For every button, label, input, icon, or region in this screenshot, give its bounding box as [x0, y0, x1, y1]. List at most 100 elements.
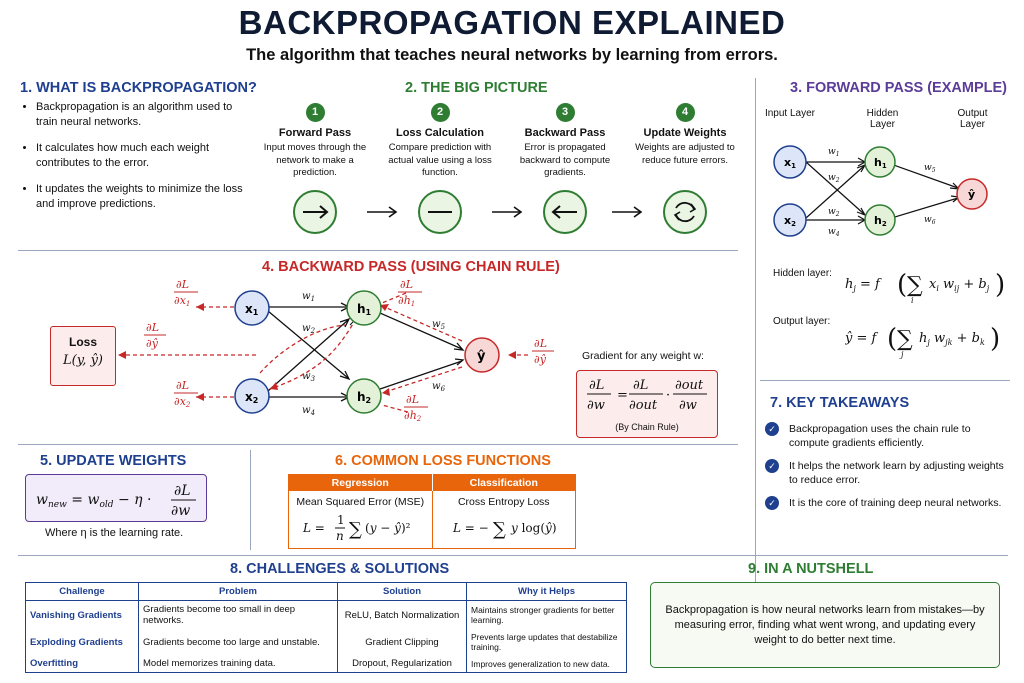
- node-h1: h1: [346, 290, 382, 326]
- step-number: 1: [305, 103, 325, 122]
- layer-label-input: Input Layer: [764, 108, 816, 119]
- divider-5-6: [250, 450, 251, 550]
- section1-title: 1. WHAT IS BACKPROPAGATION?: [20, 80, 257, 96]
- node-x1: x1: [234, 290, 270, 326]
- minus-icon: [418, 190, 462, 234]
- svg-text:∑: ∑: [493, 519, 506, 540]
- step-number: 3: [555, 103, 575, 122]
- svg-text:n: n: [336, 529, 344, 543]
- loss-formula: L(y, ŷ): [62, 353, 103, 368]
- step-desc: Error is propagated backward to compute …: [519, 142, 611, 178]
- svg-text:∂L: ∂L: [589, 378, 604, 393]
- svg-text:L = −: L = −: [452, 521, 489, 535]
- weight-label: w1: [828, 147, 840, 158]
- table-row: Vanishing Gradients Gradients become too…: [25, 600, 627, 629]
- section8-title: 8. CHALLENGES & SOLUTIONS: [230, 561, 450, 577]
- hidden-layer-label: Hidden layer:: [773, 268, 832, 279]
- svg-text:∂L: ∂L: [146, 321, 159, 334]
- chain-rule-formula: ∂L∂w = ∂L∂out · ∂out∂w: [587, 378, 707, 413]
- arrow-right-icon: [293, 190, 337, 234]
- loss-label: Loss: [68, 335, 97, 349]
- hidden-layer-formula: hj = f ( ∑ i xi wij + bj ): [845, 270, 1005, 305]
- section9-title: 9. IN A NUTSHELL: [748, 561, 874, 577]
- list-item: ✓ Backpropagation uses the chain rule to…: [765, 422, 1010, 450]
- svg-text:wnew = wold − η ·: wnew = wold − η ·: [36, 492, 151, 510]
- svg-text:w3: w3: [302, 371, 316, 383]
- svg-text:∂ŷ: ∂ŷ: [146, 337, 159, 350]
- step-update-weights: 4 Update Weights Weights are adjusted to…: [625, 103, 745, 167]
- loss-name-mse: Mean Squared Error (MSE): [288, 491, 433, 508]
- step-backward-pass: 3 Backward Pass Error is propagated back…: [505, 103, 625, 180]
- page-title: BACKPROPAGATION EXPLAINED: [238, 4, 786, 41]
- svg-text:∂L: ∂L: [406, 393, 419, 406]
- update-weights-formula: wnew = wold − η · ∂L∂w: [36, 483, 196, 519]
- list-item: It calculates how much each weight contr…: [36, 141, 247, 171]
- chain-rule-box: ∂L∂w = ∂L∂out · ∂out∂w (By Chain Rule): [576, 370, 718, 438]
- output-layer-label: Output layer:: [773, 316, 831, 327]
- svg-text:=: =: [617, 388, 628, 403]
- learning-rate-note: Where η is the learning rate.: [45, 527, 184, 539]
- section5-title: 5. UPDATE WEIGHTS: [40, 453, 187, 469]
- list-item: It updates the weights to minimize the l…: [36, 182, 247, 212]
- svg-text:i: i: [911, 296, 914, 305]
- node-h2: h2: [864, 204, 896, 236]
- svg-text:∑: ∑: [349, 519, 362, 540]
- step-number: 4: [675, 103, 695, 122]
- list-item: ✓ It is the core of training deep neural…: [765, 496, 1010, 510]
- svg-text:w1: w1: [302, 291, 315, 303]
- divider-right-mid: [760, 380, 1010, 381]
- cross-entropy-formula: L = − ∑ y log(ŷ): [432, 508, 576, 549]
- table-header: Challenge: [25, 582, 139, 601]
- divider-right: [755, 78, 756, 583]
- weight-label: w2: [828, 207, 840, 218]
- svg-text:∂x2: ∂x2: [174, 395, 191, 409]
- svg-text:ŷ: ŷ: [968, 188, 975, 201]
- step-title: Loss Calculation: [395, 127, 485, 139]
- svg-text:): ): [990, 324, 1000, 354]
- svg-text:y log(ŷ): y log(ŷ): [510, 521, 557, 535]
- svg-text:w2: w2: [302, 323, 316, 335]
- svg-text:∂L: ∂L: [176, 278, 189, 291]
- node-x2: x2: [234, 378, 270, 414]
- svg-text:·: ·: [666, 388, 670, 403]
- svg-text:w4: w4: [302, 405, 315, 417]
- flow-arrow-2: [492, 206, 523, 218]
- node-h2: h2: [346, 378, 382, 414]
- svg-text:∂L: ∂L: [176, 379, 189, 392]
- backward-network-diagram: w1 w2 w3 w4 w5 w6 x1 x2 h1 h2 ŷ ∂L∂x1 ∂L…: [118, 278, 554, 423]
- divider-top-left: [18, 250, 738, 251]
- node-x2: x2: [773, 203, 807, 237]
- forward-network-diagram: w1 w2 w2 w4 w5 w6 x1 x2 h1 h2 ŷ: [773, 145, 988, 238]
- svg-text:∂out: ∂out: [629, 398, 658, 413]
- layer-label-hidden: Hidden Layer: [866, 108, 899, 130]
- table-header: Why it Helps: [517, 586, 575, 597]
- svg-text:hj wjk + bk: hj wjk + bk: [919, 331, 985, 347]
- section4-title: 4. BACKWARD PASS (USING CHAIN RULE): [262, 259, 560, 275]
- chain-rule-note: (By Chain Rule): [615, 422, 679, 432]
- refresh-icon: [663, 190, 707, 234]
- layer-label-output: Output Layer: [957, 108, 988, 130]
- svg-text:(: (: [887, 324, 897, 354]
- svg-text:∑: ∑: [907, 273, 923, 298]
- flow-arrow-1: [367, 206, 398, 218]
- divider-mid-left: [18, 444, 738, 445]
- section1-bullets: Backpropagation is an algorithm used to …: [22, 100, 247, 223]
- svg-text:∂L: ∂L: [400, 278, 413, 291]
- step-desc: Input moves through the network to make …: [263, 142, 367, 178]
- loss-col-header-classification: Classification: [469, 477, 538, 489]
- svg-text:∑: ∑: [897, 327, 913, 352]
- gradient-label: Gradient for any weight w:: [582, 350, 704, 362]
- svg-text:xi wij + bj: xi wij + bj: [929, 277, 990, 293]
- divider-bottom: [18, 555, 1008, 556]
- step-title: Backward Pass: [524, 127, 606, 139]
- big-picture-flow: [293, 190, 707, 234]
- svg-text:(: (: [897, 270, 907, 300]
- check-icon: ✓: [765, 459, 779, 473]
- check-icon: ✓: [765, 422, 779, 436]
- svg-text:(y − ŷ)²: (y − ŷ)²: [365, 521, 411, 535]
- check-icon: ✓: [765, 496, 779, 510]
- node-y-hat: ŷ: [956, 178, 988, 210]
- node-x1: x1: [773, 145, 807, 179]
- step-desc: Weights are adjusted to reduce future er…: [635, 142, 735, 166]
- svg-text:∂L: ∂L: [534, 337, 547, 350]
